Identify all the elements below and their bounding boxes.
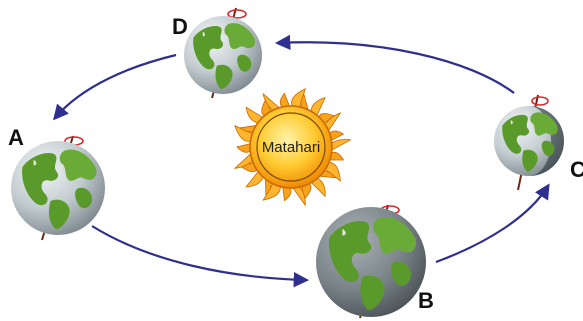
- label-d: D: [172, 14, 188, 39]
- sun-label-ring: [256, 112, 326, 182]
- sun-disc: [249, 105, 333, 189]
- sun-flame: [324, 112, 342, 133]
- earth-c-spin-arrow: [531, 96, 549, 106]
- sun-label: Matahari: [262, 139, 320, 156]
- earth-a: A: [8, 125, 105, 241]
- orbit-arrows: [53, 34, 550, 288]
- sun-flame: [236, 142, 252, 153]
- sun-flame: [245, 106, 265, 124]
- earth-d-spin-arrow: [227, 9, 247, 19]
- sun-flame: [310, 177, 326, 198]
- earth-c: C: [494, 94, 583, 191]
- sun-flame: [291, 185, 306, 207]
- sun-flame: [233, 152, 254, 169]
- sun-flame: [324, 161, 341, 182]
- orbit-arrow-c-to-d: [274, 34, 515, 94]
- sun-flame: [234, 125, 254, 142]
- sun-flame: [310, 97, 326, 117]
- sun-flame: [262, 182, 281, 201]
- sun-flame: [262, 92, 282, 112]
- orbit-arrow-b-to-c: [435, 183, 550, 264]
- orbit-arrow-d-to-a: [53, 53, 177, 121]
- sun-flame: [330, 138, 352, 152]
- label-c: C: [570, 157, 583, 182]
- orbit-arrow-a-to-b: [91, 225, 310, 288]
- earth-b: B: [316, 204, 434, 319]
- sun: Matahari: [233, 87, 352, 207]
- label-a: A: [8, 125, 24, 150]
- sun-flame: [291, 87, 306, 109]
- label-b: B: [418, 288, 434, 313]
- sun-flame: [245, 170, 265, 188]
- earth-d: D: [172, 7, 262, 99]
